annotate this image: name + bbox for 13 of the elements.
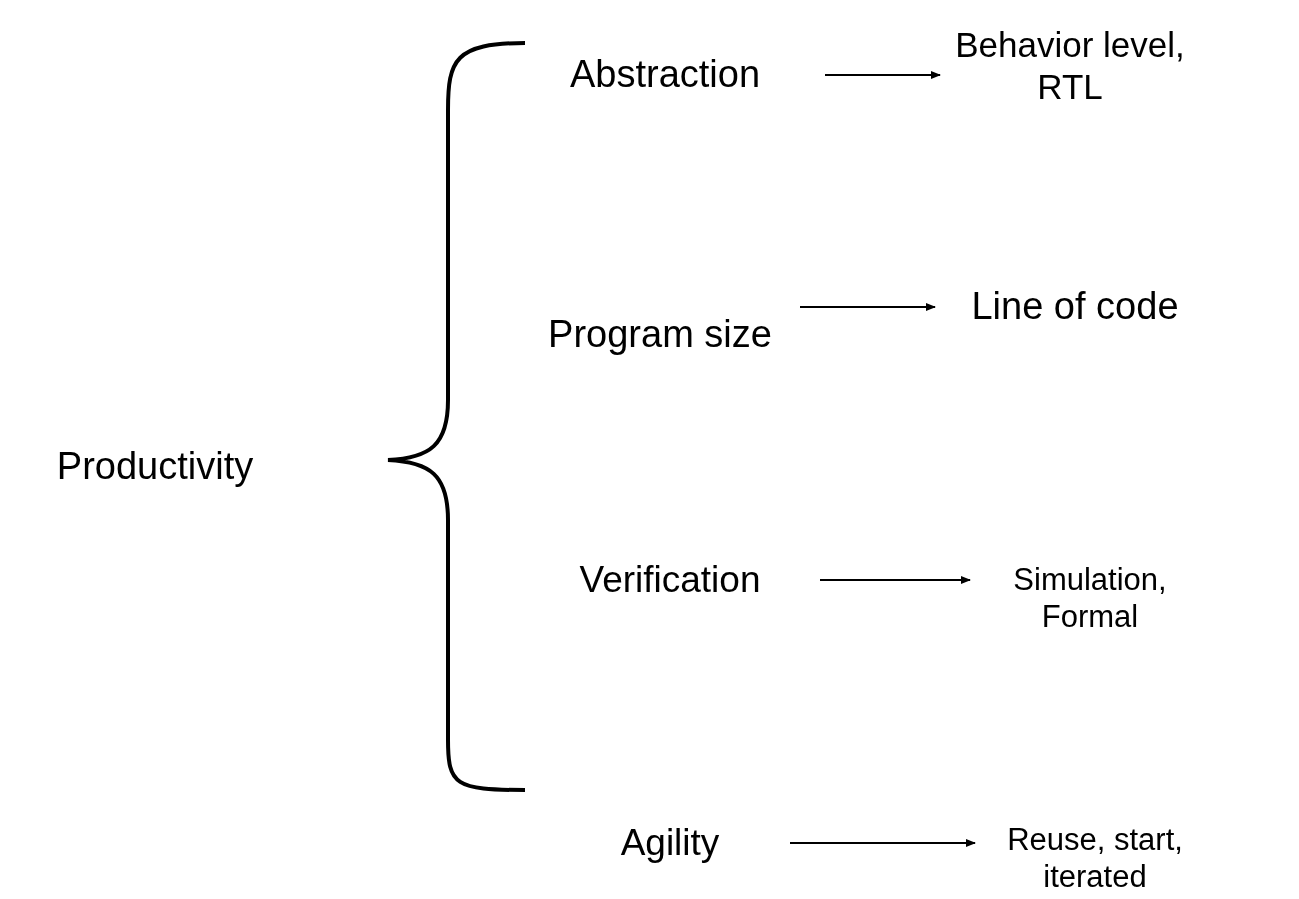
arrow: [799, 303, 936, 311]
node-text: Program size: [540, 312, 780, 358]
node-text: Simulation, Formal: [980, 560, 1200, 636]
node-text: Agility: [570, 820, 770, 866]
node-text: Verification: [540, 557, 800, 603]
node-text: Reuse, start, iterated: [985, 820, 1205, 896]
arrow: [819, 576, 971, 584]
side-label: Productivity: [56, 444, 254, 490]
node-text: Behavior level, RTL: [950, 24, 1190, 108]
node-text: Line of code: [945, 284, 1205, 330]
arrow: [824, 71, 941, 79]
arrow: [789, 839, 976, 847]
node-text: Abstraction: [525, 52, 805, 98]
